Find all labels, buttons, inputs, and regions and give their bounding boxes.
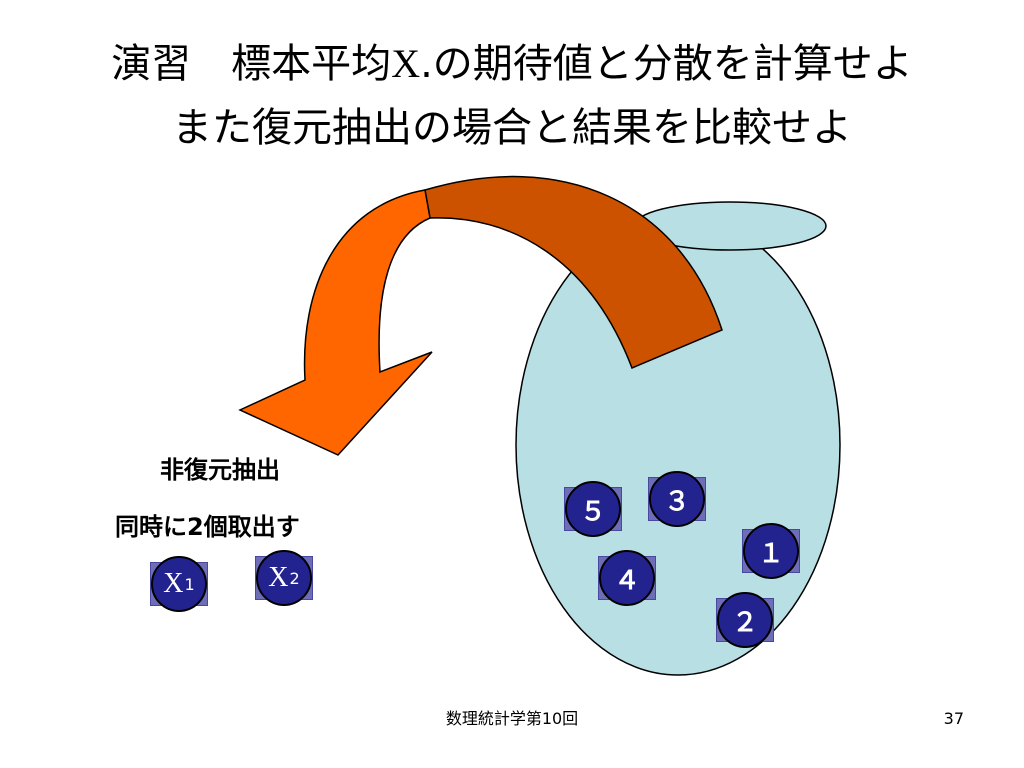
title-suffix: .の期待値と分散を計算せよ <box>420 41 913 87</box>
arrow-front <box>238 189 433 456</box>
page-number: 37 <box>943 709 964 728</box>
ball-symbol: X <box>268 562 289 593</box>
sampling-method-label: 非復元抽出 <box>160 456 280 484</box>
urn-ball-2: ２ <box>716 591 774 649</box>
urn-ball-5: ５ <box>564 480 622 538</box>
urn-ball-3: ３ <box>648 470 706 528</box>
arrow-back <box>424 175 723 369</box>
footer-course-title: 数理統計学第10回 <box>445 709 579 728</box>
title-symbol-x: X <box>391 41 421 86</box>
urn-ball-4: ４ <box>598 549 656 607</box>
ball-symbol: X <box>163 568 184 599</box>
ball-subscript: 1 <box>184 574 195 594</box>
title-prefix: 演習 標本平均 <box>111 41 392 87</box>
draw-instruction-label: 同時に2個取出す <box>115 513 300 541</box>
ball-subscript: 2 <box>289 568 300 588</box>
urn-ball-1: １ <box>742 522 800 580</box>
slide-title-line1: 演習 標本平均X.の期待値と分散を計算せよ <box>0 40 1024 88</box>
slide-title-line2: また復元抽出の場合と結果を比較せよ <box>172 105 852 151</box>
